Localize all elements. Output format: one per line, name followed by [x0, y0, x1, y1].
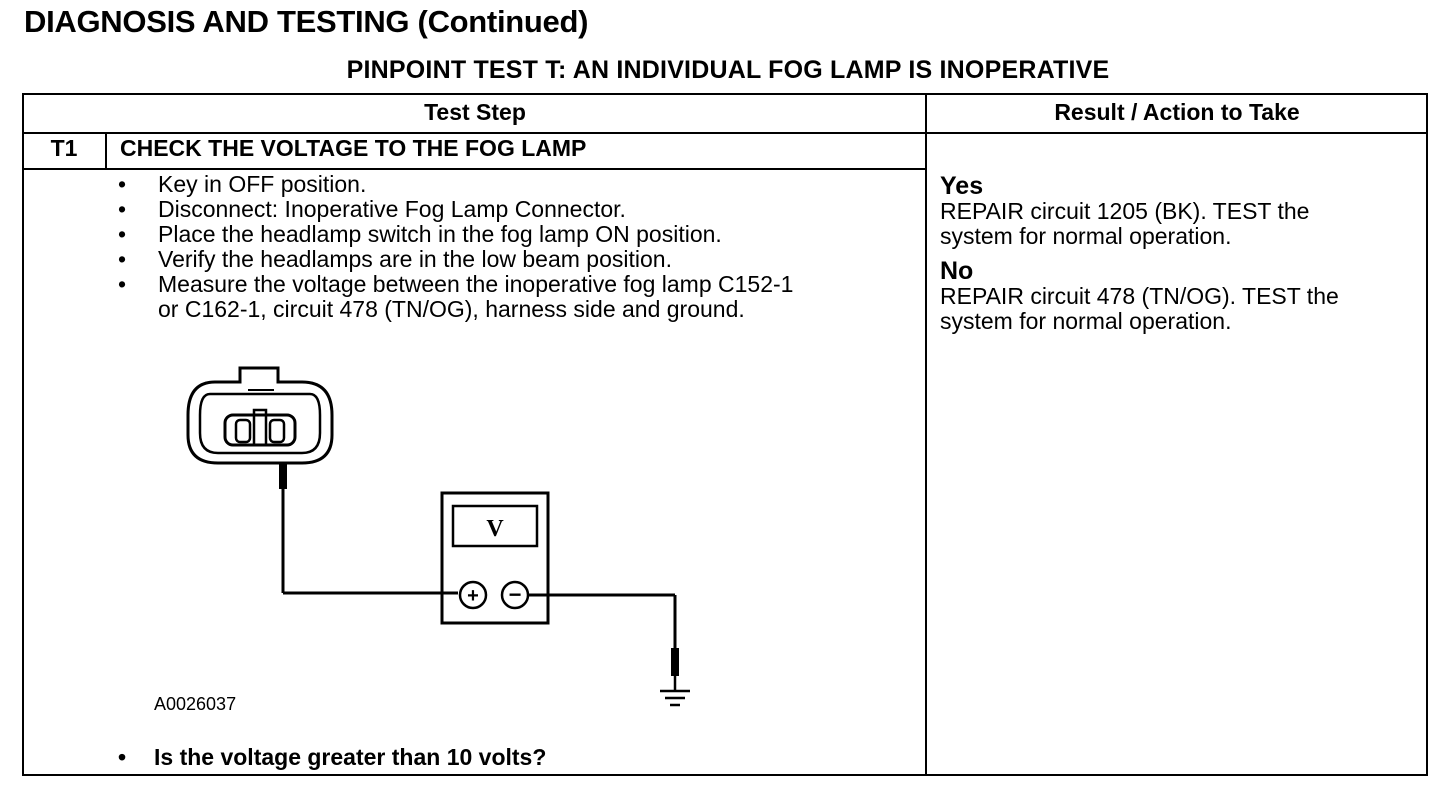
column-header-result: Result / Action to Take [1054, 99, 1300, 125]
result-text-line: system for normal operation. [940, 223, 1232, 249]
test-table [22, 93, 1428, 776]
fog-lamp-connector-icon [186, 366, 334, 465]
probe-lead [279, 463, 458, 595]
header-row-divider [22, 132, 1428, 134]
step-question: • Is the voltage greater than 10 volts? [114, 744, 546, 771]
meter-plus-terminal: + [467, 585, 479, 607]
result-text-line: REPAIR circuit 1205 (BK). TEST the [940, 198, 1310, 224]
result-label-no: No [940, 257, 974, 285]
step-instructions: Key in OFF position. Disconnect: Inopera… [114, 172, 793, 322]
bullet-glyph: • [118, 744, 127, 770]
step-id-divider [105, 133, 107, 169]
meter-display-label: V [486, 516, 504, 542]
column-divider [925, 93, 927, 776]
instruction-item: Key in OFF position. [114, 172, 793, 198]
step-id: T1 [50, 135, 78, 161]
meter-minus-terminal: − [509, 582, 522, 607]
voltage-test-diagram: V + − [186, 366, 690, 707]
instruction-item: Place the headlamp switch in the fog lam… [114, 222, 793, 248]
result-no: No REPAIR circuit 478 (TN/OG). TEST the … [940, 258, 1410, 334]
ground-lead [528, 593, 679, 690]
instruction-item-continued: or C162-1, circuit 478 (TN/OG), harness … [158, 296, 745, 322]
result-label-yes: Yes [940, 172, 984, 200]
page-header: DIAGNOSIS AND TESTING (Continued) [24, 4, 589, 39]
ground-symbol-icon [660, 689, 690, 707]
instruction-item: Disconnect: Inoperative Fog Lamp Connect… [114, 197, 793, 223]
pinpoint-test-title: PINPOINT TEST T: AN INDIVIDUAL FOG LAMP … [346, 56, 1110, 84]
question-text: Is the voltage greater than 10 volts? [154, 744, 547, 770]
instruction-item: Verify the headlamps are in the low beam… [114, 247, 793, 273]
result-yes: Yes REPAIR circuit 1205 (BK). TEST the s… [940, 173, 1410, 249]
result-text-line: REPAIR circuit 478 (TN/OG). TEST the [940, 283, 1339, 309]
column-header-test-step: Test Step [424, 99, 526, 125]
voltmeter-icon [440, 491, 550, 625]
instruction-item: Measure the voltage between the inoperat… [114, 272, 793, 298]
step-title: CHECK THE VOLTAGE TO THE FOG LAMP [120, 135, 587, 161]
result-text-line: system for normal operation. [940, 308, 1232, 334]
step-title-divider [22, 168, 926, 170]
figure-id: A0026037 [154, 694, 237, 714]
